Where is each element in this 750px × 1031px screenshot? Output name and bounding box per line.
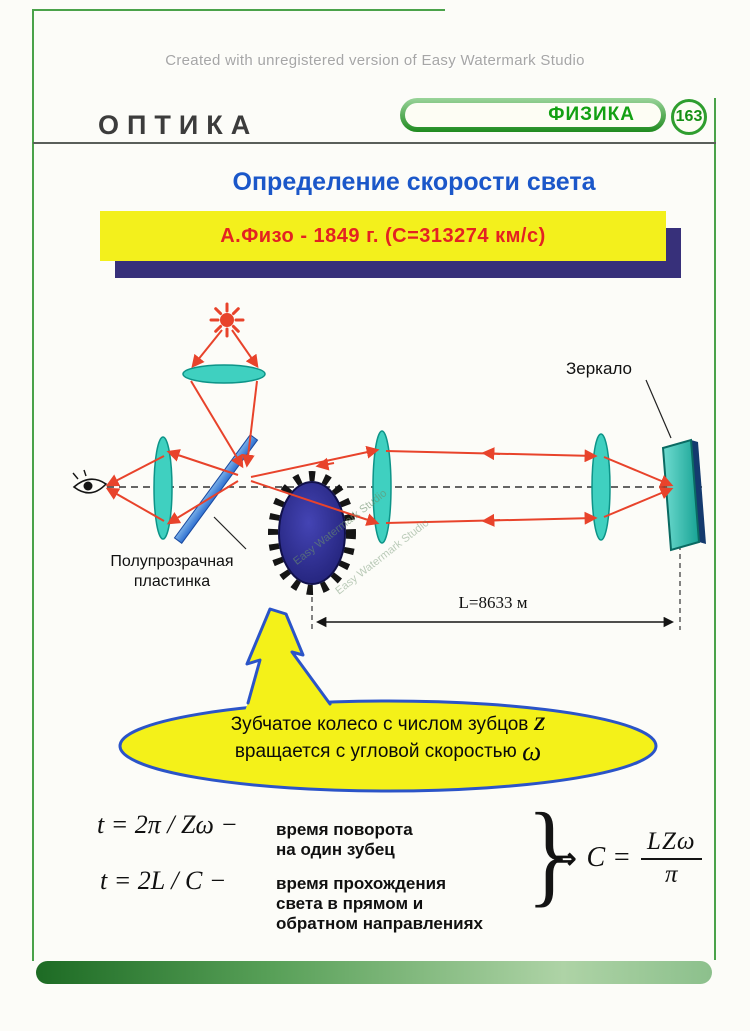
gear-teeth [268,471,356,595]
fizeau-banner-text: А.Физо - 1849 г. (С=313274 км/с) [220,224,546,247]
source-lens [182,364,266,384]
formula-eq2-desc: время прохождения света в прямом и обрат… [276,874,483,934]
callout-ellipse [118,699,658,793]
formula-eq1: t = 2π / Zω − [97,810,238,839]
page-title: Определение скорости света [232,168,596,196]
ray [166,449,239,476]
implies-arrow: ⇒ [553,842,577,874]
mirror-label: Зеркало [566,359,632,378]
result-fraction: LZω π [641,828,702,889]
frame-right-line [714,98,716,960]
page-number: 163 [675,108,703,125]
footer-gradient-bar [36,961,712,984]
formula-brace: } [527,790,572,917]
mirror-pointer-line [645,379,672,439]
light-rays [105,329,674,527]
ray [241,380,258,468]
ray [190,380,244,469]
ray [603,456,674,487]
plate-label-line2: пластинка [134,573,210,590]
callout-var-omega: ω [522,736,542,766]
eq2-desc-line2: света в прямом и [276,894,424,913]
fraction-numerator: LZω [641,828,702,860]
ray [603,487,674,518]
result-lhs: C = [586,842,632,873]
fizeau-experiment-diagram: Зеркало Полупрозрачная пластинка L=8633 … [72,302,706,630]
eq2-desc-line1: время прохождения [276,874,447,893]
ray [250,480,380,526]
callout-var-z: Z [533,714,546,735]
page-number-badge: 163 [671,99,707,135]
collimating-lens [372,430,392,544]
beamsplitter-plate [173,434,259,544]
section-title: ОПТИКА [98,110,259,140]
mirror-edge [691,440,706,544]
eq2-desc-line3: обратном направлениях [276,914,483,933]
return-ray-arrow [315,457,335,471]
ray [231,329,259,369]
callout-line1: Зубчатое колесо с числом зубцов Z [128,712,648,738]
header-divider [33,142,716,144]
formula-eq2: t = 2L / C − [100,866,227,895]
objective-lens [591,433,611,541]
ray [105,455,165,487]
light-source-icon [209,302,245,338]
callout-line2: вращается с угловой скоростью ω [128,738,648,765]
callout-tail-fill [243,609,330,716]
distance-label: L=8633 м [459,593,528,612]
subject-badge-pill: ФИЗИКА [400,98,666,132]
eq1-desc-line2: на один зубец [276,840,395,859]
callout-tail-outline [245,607,332,706]
watermark-text: Created with unregistered version of Eas… [165,52,585,69]
gear-callout-bubble [118,607,658,793]
frame-top-line [33,9,445,11]
subject-badge-label: ФИЗИКА [548,104,635,125]
distance-arrow: L=8633 м [315,593,675,628]
sun-core [220,313,234,327]
plate-label-line1: Полупрозрачная [110,553,233,570]
callout-line1-text: Зубчатое колесо с числом зубцов [230,714,529,735]
fraction-denominator: π [665,860,678,888]
fizeau-banner: А.Физо - 1849 г. (С=313274 км/с) [100,211,666,261]
callout-text: Зубчатое колесо с числом зубцов Z вращае… [128,712,648,765]
ray [166,480,239,525]
ray [105,487,165,522]
return-ray-arrow [481,513,501,527]
ray [250,445,380,478]
eye-icon [72,469,108,494]
result-formula: ⇒ C = LZω π [553,824,702,892]
mirror-face [661,438,701,552]
eq1-desc-line1: время поворота [276,820,413,839]
callout-line2-text: вращается с угловой скоростью [234,741,517,762]
frame-left-line [32,9,34,961]
mirror [661,438,706,552]
ray [191,329,223,369]
subject-badge-inner: ФИЗИКА [405,103,661,127]
formula-eq1-desc: время поворота на один зубец [276,820,413,860]
plate-pointer-line [213,516,247,550]
return-ray-arrow [481,447,501,461]
